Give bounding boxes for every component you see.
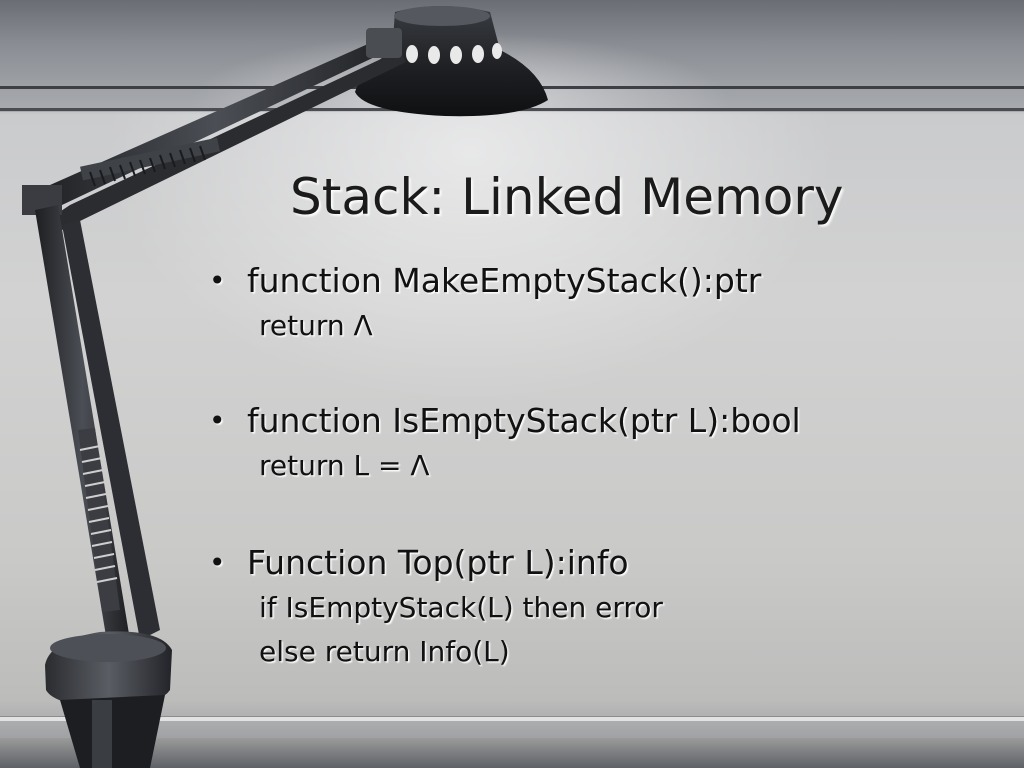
bullet-glyph: • (209, 264, 226, 297)
bullet-heading: function MakeEmptyStack():ptr (247, 261, 762, 300)
slide-title: Stack: Linked Memory (290, 168, 844, 226)
lamp-upper-arm (22, 28, 406, 230)
code-line: else return Info(L) (259, 635, 510, 668)
bullet-item: • function IsEmptyStack(ptr L):bool retu… (205, 398, 965, 488)
bullet-item: • function MakeEmptyStack():ptr return Λ (205, 258, 965, 348)
bullet-item: • Function Top(ptr L):info if IsEmptySta… (205, 540, 965, 674)
bullet-heading: Function Top(ptr L):info (247, 543, 629, 582)
floor-rail-lower (0, 738, 1024, 768)
slide-content: • function MakeEmptyStack():ptr return Λ… (205, 258, 965, 674)
bullet-glyph: • (209, 546, 226, 579)
lamp-lower-arm (35, 205, 160, 648)
code-line: if IsEmptyStack(L) then error (259, 591, 663, 624)
bullet-glyph: • (209, 404, 226, 437)
lamp-base (45, 631, 172, 768)
code-line: return Λ (259, 309, 373, 342)
floor-rail-upper (0, 716, 1024, 721)
wall-top (0, 0, 1024, 112)
bullet-heading: function IsEmptyStack(ptr L):bool (247, 401, 801, 440)
code-line: return L = Λ (259, 449, 430, 482)
